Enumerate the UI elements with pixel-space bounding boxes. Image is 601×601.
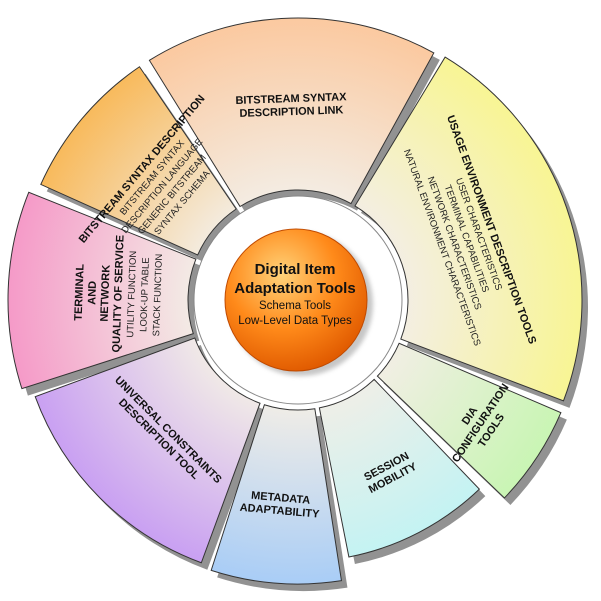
segment-terminal-and-network-quality-of-service (7, 191, 197, 390)
segment-title-line: BITSTREAM SYNTAX (235, 91, 347, 107)
segment-title-line: AND (86, 281, 99, 305)
segment-item: STACK FUNCTION (151, 253, 165, 336)
segment-title-line: METADATA (251, 490, 311, 507)
center-title-line1: Digital Item (255, 261, 336, 278)
center-sub-line1: Schema Tools (259, 300, 331, 312)
center-hub: Digital Item Adaptation Tools Schema Too… (193, 195, 403, 405)
segment-metadata-adaptability (210, 404, 343, 585)
segment-title-line: TERMINAL (73, 263, 87, 320)
segment-dia-configuration-tools (376, 342, 562, 499)
center-hub-disc (224, 228, 368, 372)
segment-bitstream-syntax-description-link (148, 17, 435, 208)
segment-title-line: NETWORK (99, 265, 113, 322)
segment-title-line: QUALITY OF SERVICE (111, 235, 127, 353)
segment-bitstream-syntax-description (40, 66, 237, 256)
segment-session-mobility (318, 378, 481, 558)
segment-usage-environment-description-tools (354, 56, 583, 402)
segment-universal-constraints-description-tool (34, 337, 261, 564)
center-sub-line2: Low-Level Data Types (238, 315, 352, 327)
segment-title-line: DESCRIPTION LINK (239, 104, 343, 120)
center-title-line2: Adaptation Tools (234, 280, 355, 297)
segment-item: LOOK-UP TABLE (138, 257, 152, 332)
segment-item: UTILITY FUNCTION (125, 250, 139, 337)
